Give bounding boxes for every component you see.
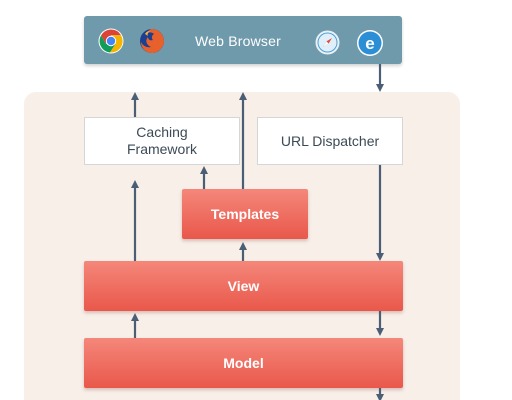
internet-explorer-icon: e [357,30,383,56]
web-browser-label: Web Browser [195,33,281,49]
svg-text:e: e [365,34,374,53]
caching-framework-label: Caching Framework [126,124,197,157]
templates-box: Templates [182,189,308,239]
model-box: Model [84,338,403,388]
caching-framework-box: Caching Framework [84,117,240,165]
firefox-icon [140,29,164,53]
view-label: View [227,278,260,294]
model-label: Model [223,355,264,371]
chrome-icon [98,28,124,54]
safari-icon [315,30,340,55]
web-browser-bar [84,16,402,64]
url-dispatcher-label: URL Dispatcher [280,132,380,149]
url-dispatcher-box: URL Dispatcher [257,117,403,165]
templates-label: Templates [210,206,280,222]
view-box: View [84,261,403,311]
